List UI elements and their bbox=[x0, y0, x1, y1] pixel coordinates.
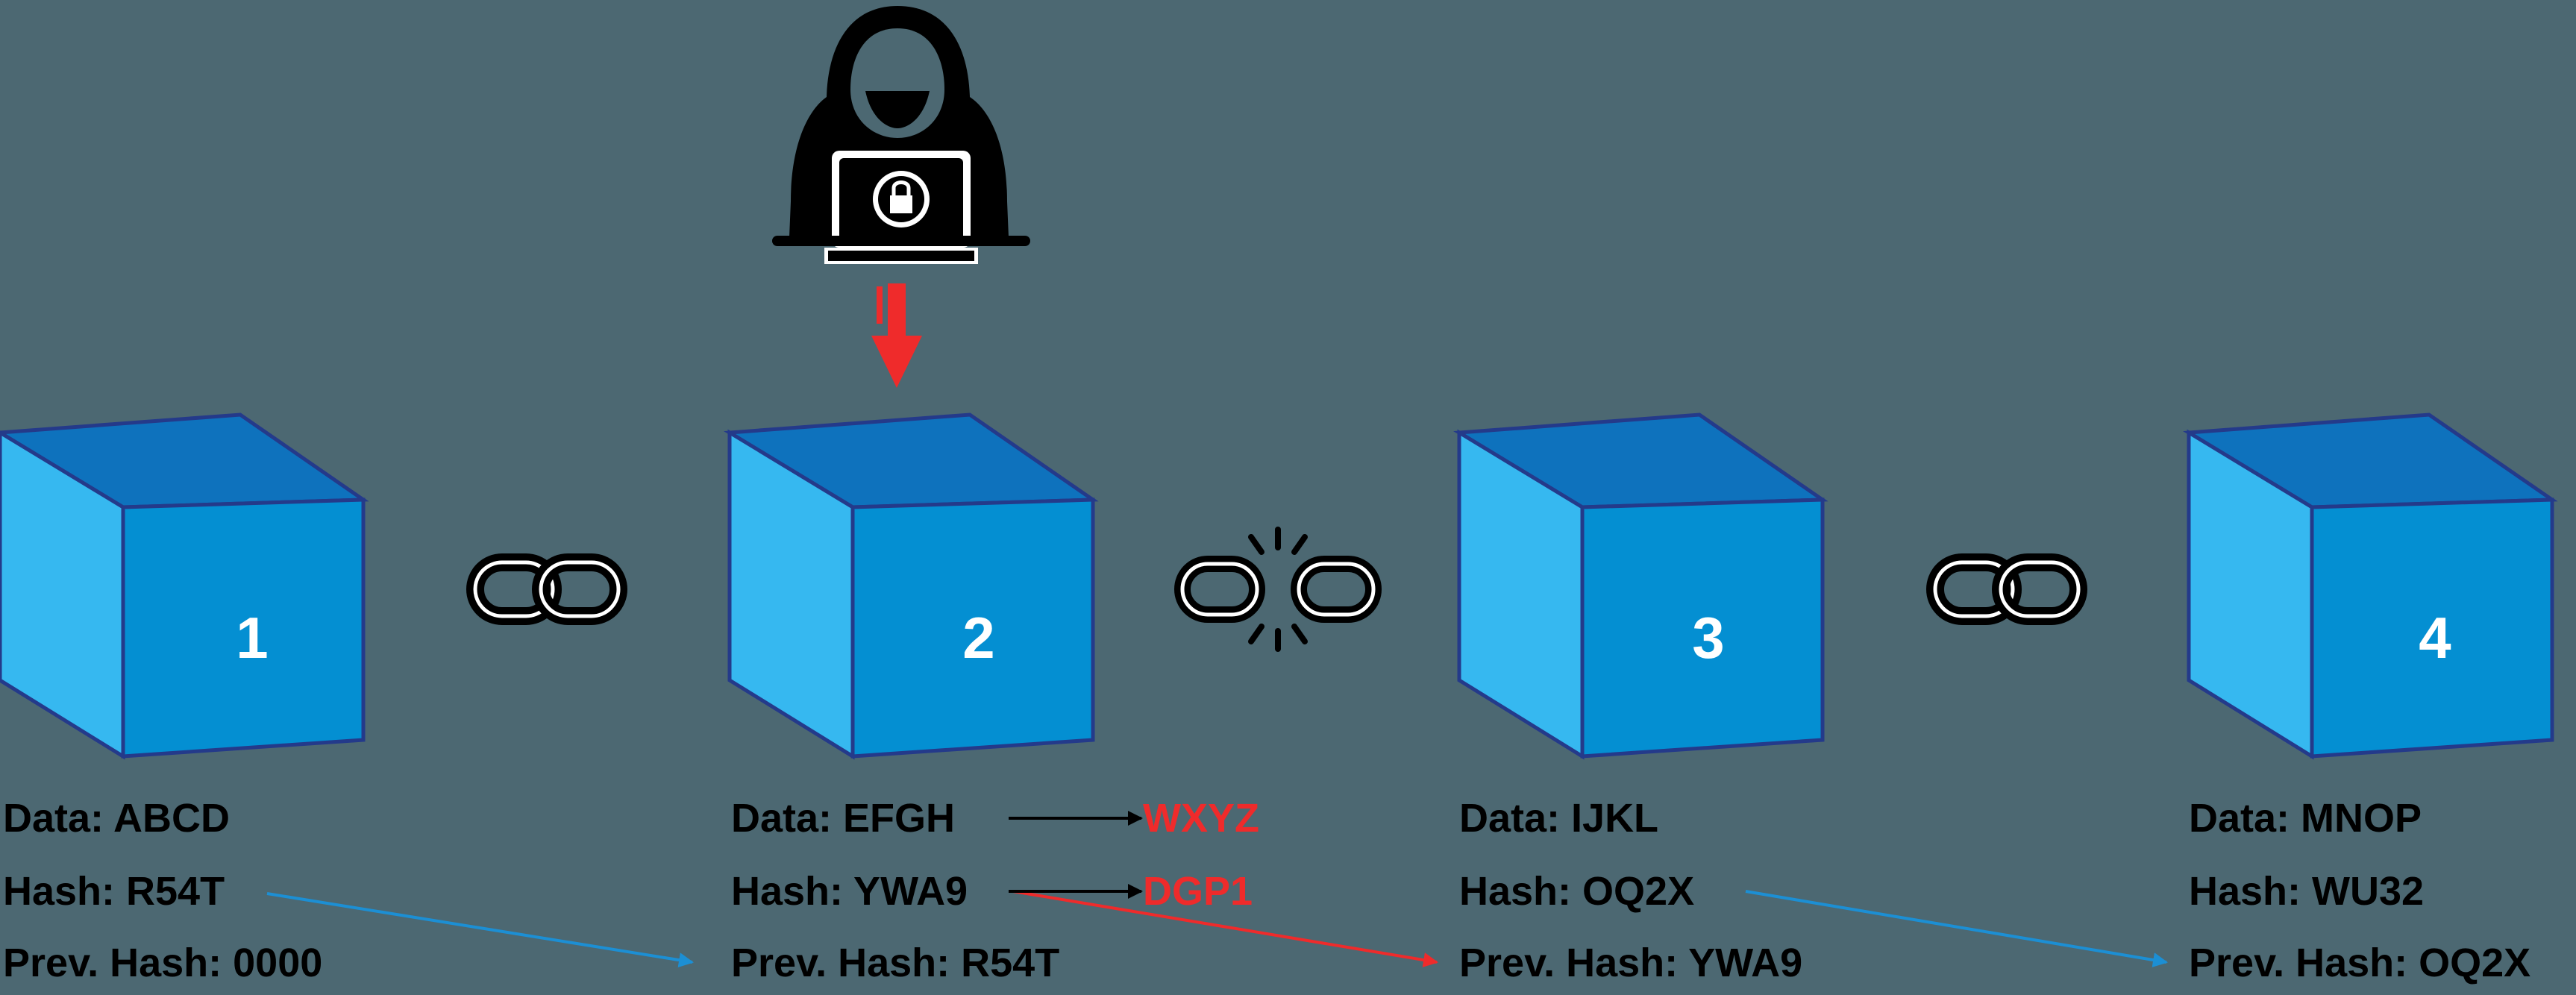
block-2-tampered-hash: DGP1 bbox=[1143, 869, 1253, 914]
block-number: 2 bbox=[962, 605, 994, 671]
block-2-prev-hash: Prev. Hash: R54T bbox=[731, 941, 1060, 985]
block-number: 4 bbox=[2419, 605, 2451, 671]
block-number: 1 bbox=[236, 605, 268, 671]
block-3-data: Data: IJKL bbox=[1459, 796, 1659, 841]
hash-link-arrow-2-3-broken bbox=[1012, 890, 1438, 967]
chain-link-icon bbox=[466, 553, 627, 625]
hacker-hoodie-laptop-icon bbox=[772, 6, 1030, 264]
block-2-cube: 2 bbox=[724, 412, 1099, 760]
block-1-cube: 1 bbox=[0, 412, 369, 760]
block-3-cube: 3 bbox=[1453, 412, 1828, 760]
block-2-hash: Hash: YWA9 bbox=[731, 869, 968, 914]
block-2-data: Data: EFGH bbox=[731, 796, 956, 841]
block-4-prev-hash: Prev. Hash: OQ2X bbox=[2189, 941, 2531, 985]
block-3-prev-hash: Prev. Hash: YWA9 bbox=[1459, 941, 1803, 985]
block-3-hash: Hash: OQ2X bbox=[1459, 869, 1695, 914]
arrow-down-icon bbox=[871, 283, 922, 388]
hash-link-arrow-3-4 bbox=[1745, 890, 2168, 967]
block-1-data: Data: ABCD bbox=[3, 796, 231, 841]
chain-link-icon bbox=[1926, 553, 2087, 625]
block-4-cube: 4 bbox=[2183, 412, 2558, 760]
broken-chain-icon bbox=[1174, 527, 1382, 652]
block-number: 3 bbox=[1692, 605, 1724, 671]
block-4-hash: Hash: WU32 bbox=[2189, 869, 2425, 914]
block-1-prev-hash: Prev. Hash: 0000 bbox=[3, 941, 323, 985]
hash-link-arrow-1-2 bbox=[266, 892, 694, 968]
block-2-tampered-data: WXYZ bbox=[1143, 796, 1259, 841]
block-1-hash: Hash: R54T bbox=[3, 869, 225, 914]
block-4-data: Data: MNOP bbox=[2189, 796, 2422, 841]
